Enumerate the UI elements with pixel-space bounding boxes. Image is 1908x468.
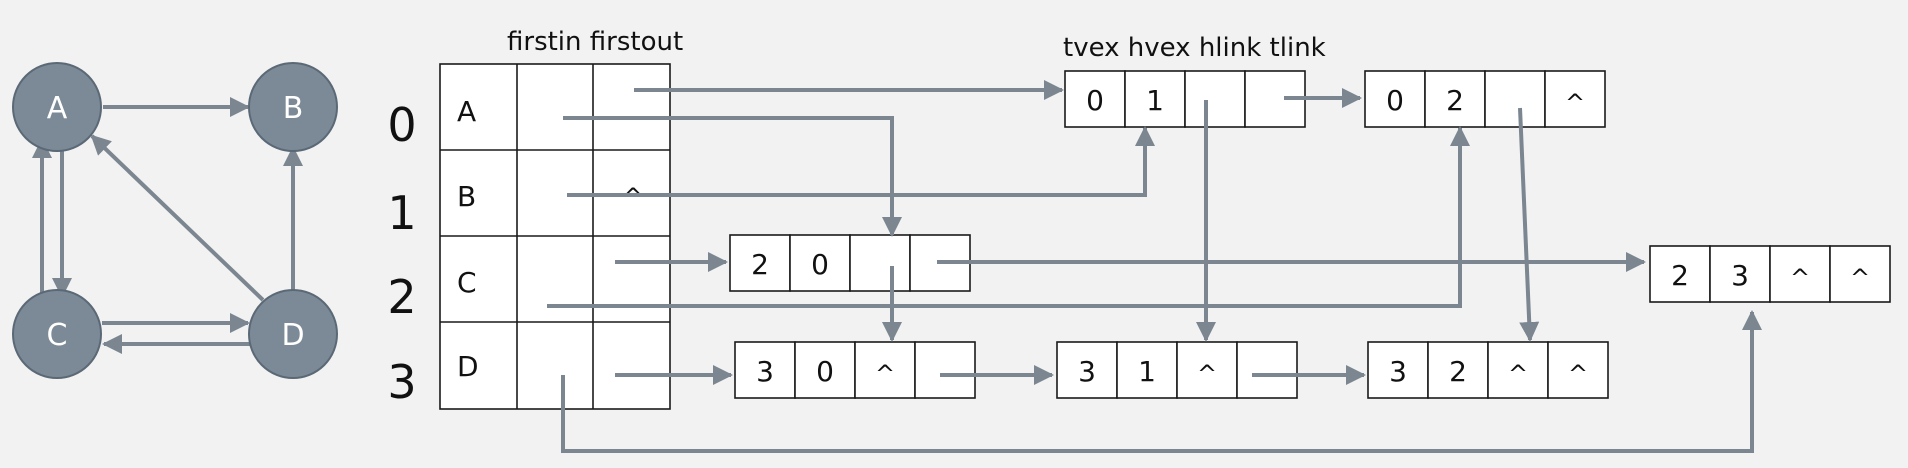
vertex-data-b: B [457, 180, 476, 213]
null-pointer-symbol: ^ [1850, 264, 1870, 292]
row-index-2: 2 [387, 270, 416, 324]
arc-node-header: tvex hvex hlink tlink [1063, 33, 1326, 63]
graph-node-a: A [12, 62, 102, 152]
arc-node-cell [1364, 70, 1426, 128]
arc-node-23: 2 3 ^ ^ [1649, 245, 1891, 303]
arc-node-cell [1547, 341, 1609, 399]
arc-node-cell [1649, 245, 1711, 303]
arc-node-cell [789, 234, 851, 292]
pointer-d-firstin [561, 310, 1762, 453]
arc-node-cell [794, 341, 856, 399]
arc-node-field-value: 2 [1671, 259, 1689, 292]
arc-node-cell [1484, 70, 1546, 128]
arc-node-32: 3 2 ^ ^ [1367, 341, 1609, 399]
arc-node-field-value: 3 [756, 355, 774, 388]
arc-node-cell [1544, 70, 1606, 128]
pointer-arc02-hlink [1518, 107, 1540, 342]
arc-node-cell [1176, 341, 1238, 399]
arc-node-field-value: 1 [1146, 84, 1164, 117]
arc-node-cell [914, 341, 976, 399]
arc-node-field-value: 0 [1086, 84, 1104, 117]
null-pointer-symbol: ^ [1790, 264, 1810, 292]
arc-node-cell [1236, 341, 1298, 399]
graph-node-b-label: B [283, 91, 304, 126]
arc-node-cell [1829, 245, 1891, 303]
arc-node-field-value: 1 [1138, 355, 1156, 388]
arc-node-cell [849, 234, 911, 292]
null-pointer-symbol: ^ [1565, 89, 1585, 117]
row-index-1: 1 [387, 186, 416, 240]
arc-node-cell [729, 234, 791, 292]
vertex-data-d: D [457, 350, 479, 383]
arc-node-cell [1124, 70, 1186, 128]
graph-node-d-label: D [281, 318, 304, 353]
arc-node-31: 3 1 ^ [1056, 341, 1298, 399]
arc-node-02: 0 2 ^ [1364, 70, 1606, 128]
arc-node-field-value: 0 [1386, 84, 1404, 117]
graph-node-b: B [248, 62, 338, 152]
graph-node-d: D [248, 289, 338, 379]
vertex-data-a: A [457, 95, 476, 128]
null-pointer-symbol: ^ [875, 360, 895, 388]
directed-graph: A B C D [12, 62, 338, 379]
pointer-c-firstin [547, 126, 1470, 308]
vertex-table: A B C D ^ [439, 63, 671, 410]
vertex-table-header: firstin firstout [507, 27, 683, 57]
null-pointer-symbol: ^ [1197, 360, 1217, 388]
arc-node-cell [1116, 341, 1178, 399]
arc-node-cell [1709, 245, 1771, 303]
graph-node-a-label: A [47, 91, 68, 126]
arc-node-field-value: 3 [1078, 355, 1096, 388]
arc-node-cell [1769, 245, 1831, 303]
arc-node-field-value: 0 [811, 248, 829, 281]
arc-node-field-value: 2 [1449, 355, 1467, 388]
arc-node-30: 3 0 ^ [734, 341, 976, 399]
arc-node-cell [854, 341, 916, 399]
row-index-0: 0 [387, 98, 416, 152]
graph-node-c: C [12, 289, 102, 379]
arc-node-field-value: 2 [1446, 84, 1464, 117]
arc-node-field-value: 2 [751, 248, 769, 281]
arc-node-cell [1367, 341, 1429, 399]
null-pointer-symbol: ^ [1508, 360, 1528, 388]
pointer-arrows [547, 80, 1762, 453]
graph-node-c-label: C [47, 318, 68, 353]
pointer-b-firstin [567, 126, 1155, 197]
vertex-data-c: C [457, 266, 477, 299]
row-index-3: 3 [387, 355, 416, 409]
arc-node-field-value: 3 [1731, 259, 1749, 292]
arc-node-field-value: 0 [816, 355, 834, 388]
arc-node-cell [1184, 70, 1246, 128]
edge-d-a [90, 134, 265, 302]
arc-node-cell [1056, 341, 1118, 399]
null-pointer-symbol: ^ [1568, 360, 1588, 388]
arc-node-field-value: 3 [1389, 355, 1407, 388]
